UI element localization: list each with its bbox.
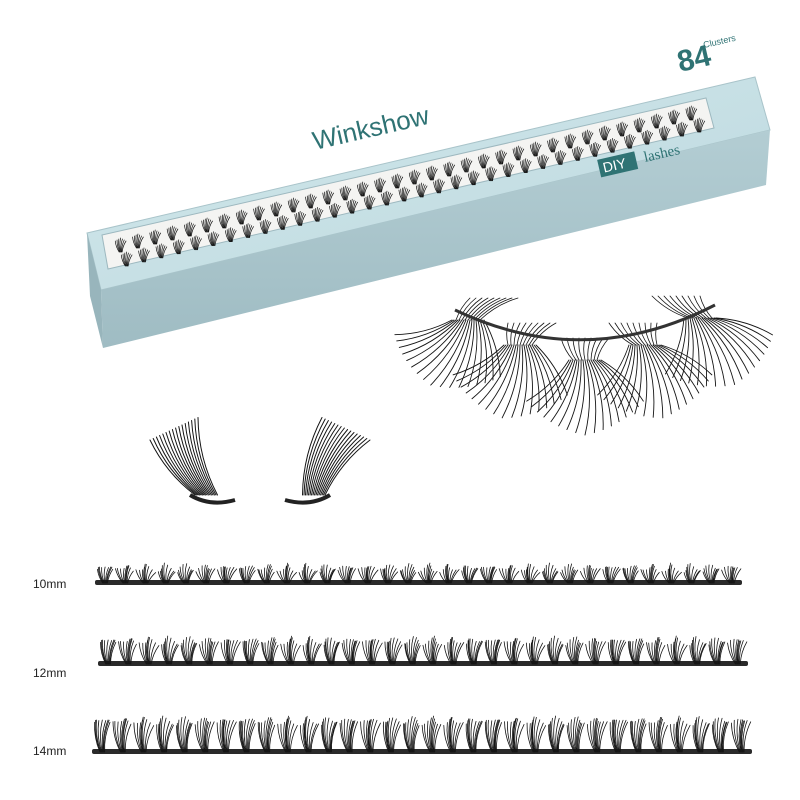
diy-badge: DIY <box>597 151 639 178</box>
lash-strip-14mm <box>92 715 752 754</box>
box-window <box>101 97 715 270</box>
brand-title: Winkshow <box>310 100 432 156</box>
length-label-10mm: 10mm <box>33 577 67 591</box>
cluster-lash-right <box>284 417 371 505</box>
diy-badge-text: DIY <box>601 155 628 176</box>
strip-lash <box>394 295 773 436</box>
lash-box: Winkshow 84 Clusters DIY lashes <box>86 33 771 348</box>
lash-strip-12mm <box>98 635 748 666</box>
box-window-lashes <box>114 105 706 267</box>
box-left-side <box>87 233 103 348</box>
cluster-unit: Clusters <box>702 33 737 50</box>
length-label-14mm: 14mm <box>33 744 67 758</box>
box-bottom-side <box>101 130 770 348</box>
cluster-count: 84 <box>674 39 714 79</box>
cluster-lash-left <box>149 417 236 505</box>
lash-strip-10mm <box>95 562 742 585</box>
length-label-12mm: 12mm <box>33 666 67 680</box>
